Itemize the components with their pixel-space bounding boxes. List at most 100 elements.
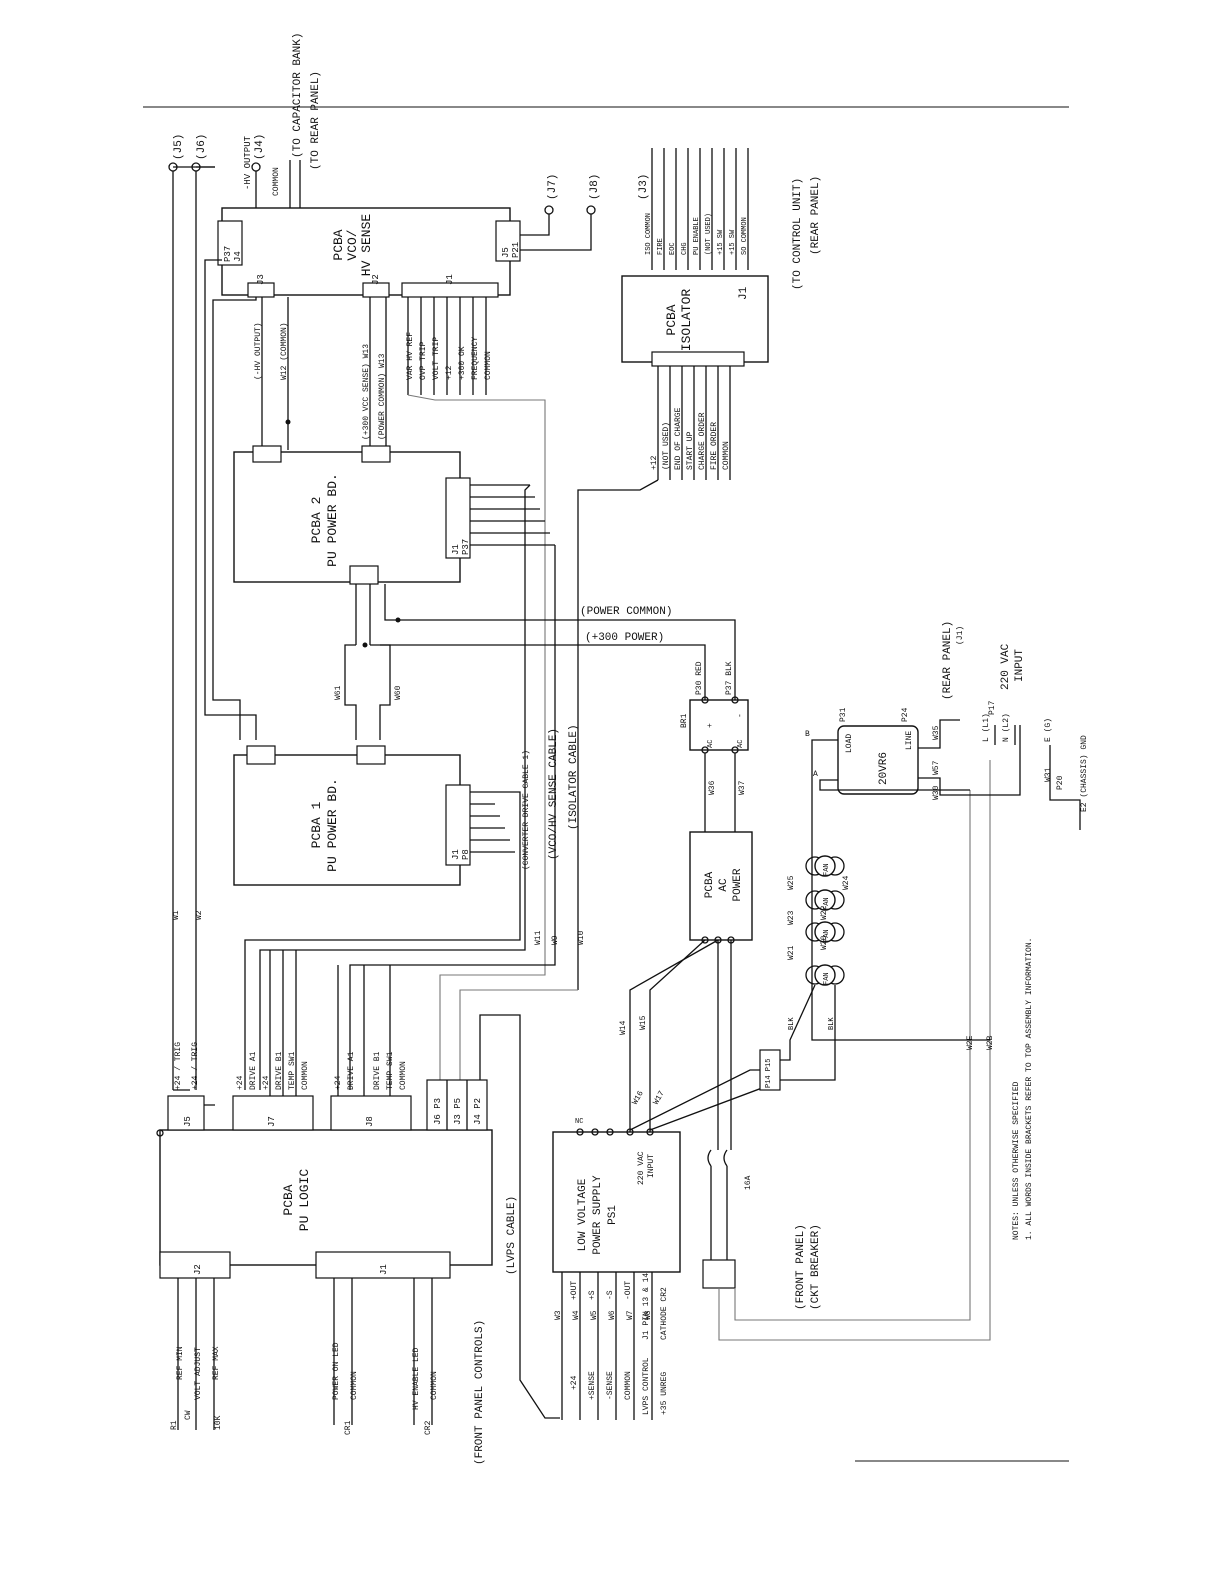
pcba1-title-1: PCBA 1 bbox=[309, 801, 324, 848]
lvps-left-1: +SENSE bbox=[588, 1371, 597, 1400]
w36-text: W36 bbox=[708, 780, 717, 795]
lvps-wire-1: W4 bbox=[572, 1310, 581, 1320]
fan-3-label: FAN bbox=[823, 897, 831, 910]
logic-j4-text: J4 P2 bbox=[473, 1098, 483, 1125]
pcba1-j1-p8 bbox=[445, 784, 471, 866]
hv-enable-common-text: COMMON bbox=[430, 1371, 439, 1400]
plus300-label: (+300 POWER) bbox=[585, 632, 664, 644]
notes-title: NOTES: UNLESS OTHERWISE SPECIFIED bbox=[1012, 1081, 1021, 1240]
w61-text: W61 bbox=[334, 685, 343, 700]
lvps-wire-5: W8 bbox=[644, 1310, 653, 1320]
j3-sig-0: ISO COMMON bbox=[645, 213, 653, 255]
j7-sig-4: TEMP SW1 bbox=[288, 1051, 297, 1090]
power-bus-wires: (POWER COMMON) (+300 POWER) W61 W60 bbox=[204, 259, 736, 740]
fan-3: FAN bbox=[805, 889, 845, 911]
pcba1-title-2: PU POWER BD. bbox=[325, 778, 340, 872]
br1-label: BR1 bbox=[680, 713, 689, 728]
logic-j8 bbox=[330, 1095, 412, 1131]
lvps-input-a: 220 VAC bbox=[637, 1151, 646, 1185]
hv-enable-led-text: HV ENABLE LED bbox=[412, 1347, 421, 1410]
lvps-right-0: +OUT bbox=[570, 1281, 579, 1300]
pcb-pu-power-2: PCBA 2 PU POWER BD. J1 P37 bbox=[233, 445, 555, 585]
vco-title-1: PCBA bbox=[331, 229, 346, 260]
w14-text: W14 bbox=[619, 1020, 628, 1035]
lvps-left-2: -SENSE bbox=[606, 1371, 615, 1400]
pcba1-board-outline bbox=[233, 754, 461, 886]
iso-sig-4: CHARGE ORDER bbox=[698, 412, 707, 470]
lvps-right-3: -OUT bbox=[624, 1281, 633, 1300]
fan-2-label: FAN bbox=[823, 929, 831, 942]
filter-label: 20VR6 bbox=[878, 752, 890, 785]
vco-p3-sig-0: (+300 VCC SENSE) W13 bbox=[362, 344, 371, 440]
notes-line-1: 1. ALL WORDS INSIDE BRACKETS REFER TO TO… bbox=[1025, 938, 1034, 1240]
j8-sig-1: DRIVE A1 bbox=[347, 1051, 356, 1090]
cr2-text: CR2 bbox=[424, 1420, 433, 1435]
lvps-left-0: +24 bbox=[570, 1375, 579, 1390]
r1-text: R1 bbox=[170, 1420, 179, 1430]
logic-j5-text: J5 bbox=[183, 1116, 193, 1127]
j7-sig-1: DRIVE A1 bbox=[249, 1051, 258, 1090]
iso-sig-1: (NOT USED) bbox=[662, 422, 671, 470]
cable-annotations: (VCO/HV SENSE CABLE) (ISOLATOR CABLE) W1… bbox=[349, 545, 586, 1090]
vco-j4-p37 bbox=[217, 220, 243, 266]
vco-p37-text: P37 bbox=[223, 246, 233, 262]
j3-sig-7: +15 SW bbox=[729, 229, 737, 255]
j8-coax bbox=[586, 205, 596, 215]
w12-common-text: W12 (COMMON) bbox=[280, 322, 289, 380]
logic-j7 bbox=[232, 1095, 314, 1131]
vco-j1-text: J1 bbox=[445, 274, 455, 285]
ref-max-text: REF MAX bbox=[212, 1346, 221, 1380]
logic-j2-text: J2 bbox=[193, 1264, 203, 1275]
w1-label: W1 bbox=[172, 910, 181, 920]
rear-input-input: INPUT bbox=[1014, 649, 1026, 682]
rear-input-n: N (L2) bbox=[1002, 713, 1011, 742]
load-b-text: B bbox=[805, 730, 810, 739]
fan-wire-w22: W22 bbox=[820, 905, 829, 920]
converter-drive-cable-label: (CONVERTER DRIVE CABLE 1) bbox=[522, 750, 531, 870]
lvps-title-2: POWER SUPPLY bbox=[592, 1175, 604, 1255]
front-panel-controls-label: (FRONT PANEL CONTROLS) bbox=[474, 1320, 486, 1465]
vco-j3 bbox=[247, 282, 275, 298]
pu-logic-title-1: PCBA bbox=[281, 1184, 296, 1215]
hv-output-text: -HV OUTPUT bbox=[243, 135, 253, 190]
fan-wire-w24: W24 bbox=[842, 875, 851, 890]
w35-text: W35 bbox=[932, 725, 941, 740]
pcba2-p37-text: P37 bbox=[461, 539, 471, 555]
w16-text: W16 bbox=[631, 1089, 646, 1106]
fan-wire-w20: W20 bbox=[820, 935, 829, 950]
fan-1-label: FAN bbox=[823, 972, 831, 985]
pcba2-title-1: PCBA 2 bbox=[309, 497, 324, 544]
pcba2-p4 bbox=[361, 445, 391, 463]
pcba1-p8-text: P8 bbox=[461, 849, 471, 860]
pcb-ac-power: PCBA AC POWER bbox=[689, 831, 753, 944]
w60-text: W60 bbox=[394, 685, 403, 700]
fan-4: FAN bbox=[805, 855, 845, 877]
br1-ac-2: AC bbox=[737, 740, 745, 748]
pcb-pu-power-1: PCBA 1 PU POWER BD. J1 P8 (CONVERTER DRI… bbox=[233, 484, 531, 1090]
vco-j1 bbox=[401, 282, 499, 298]
isolator-title-1: PCBA bbox=[664, 304, 679, 335]
w30-text: W30 bbox=[932, 785, 941, 800]
fan-4-label: FAN bbox=[823, 863, 831, 876]
j7-sig-3: DRIVE B1 bbox=[275, 1051, 284, 1090]
lvps-title-1: LOW VOLTAGE bbox=[577, 1178, 589, 1251]
ac-power-title-1: PCBA bbox=[704, 871, 716, 898]
j7-coax bbox=[544, 205, 554, 215]
lvps-wire-2: W5 bbox=[590, 1310, 599, 1320]
vco-hv-sense-cable-label: (VCO/HV SENSE CABLE) bbox=[548, 728, 560, 860]
power-on-common-text: COMMON bbox=[350, 1371, 359, 1400]
w10-text: W10 bbox=[577, 930, 586, 945]
pcba2-j1-text: J1 bbox=[451, 544, 461, 555]
ref-min-text: REF MIN bbox=[176, 1346, 185, 1380]
w2e-text: W2E bbox=[966, 1035, 975, 1050]
breaker-caption-1: (FRONT PANEL) bbox=[795, 1224, 807, 1310]
vco-title-2: VCO/ bbox=[345, 229, 360, 260]
power-common-label: (POWER COMMON) bbox=[580, 606, 672, 618]
vco-j2 bbox=[362, 282, 390, 298]
isolator-j1-text: J1 bbox=[738, 286, 750, 300]
lvps-nc-text: NC bbox=[575, 1118, 583, 1126]
vco-j4-coax bbox=[251, 162, 261, 172]
lvps-right-4: J1 PIN 13 & 14 bbox=[642, 1273, 651, 1340]
